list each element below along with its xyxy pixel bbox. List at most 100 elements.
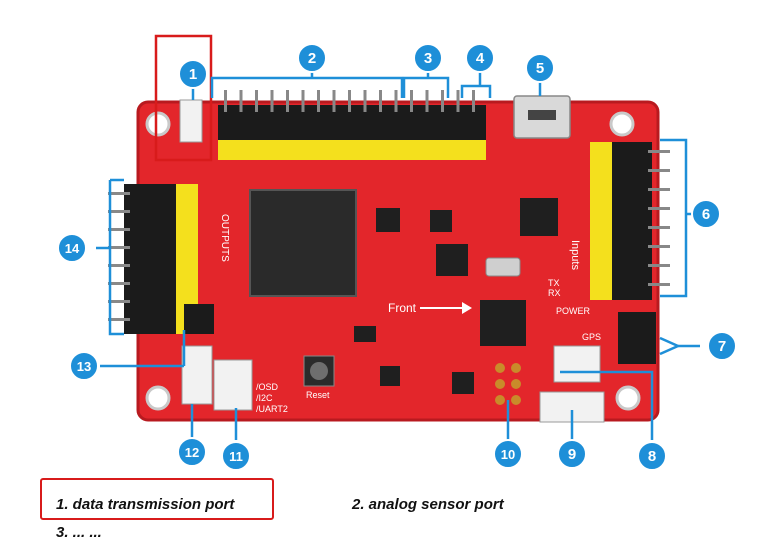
callout-circle: [57, 233, 87, 263]
header-pin: [108, 264, 130, 267]
left-header-yellow: [176, 184, 198, 334]
header-pin: [270, 90, 274, 112]
header-pin: [425, 90, 429, 112]
top-header-pins: [224, 90, 475, 112]
left-header-pins: [108, 192, 130, 321]
label-outputs: OUTPUTS: [219, 214, 230, 262]
callout-circle: [297, 43, 327, 73]
callout-circle: [221, 441, 251, 471]
main-mcu-chip: [249, 189, 357, 297]
callout-number: 14: [65, 241, 80, 256]
callout-number: 1: [189, 66, 197, 83]
header-pin: [441, 90, 444, 112]
right-header-yellow: [590, 142, 612, 300]
header-pin: [648, 264, 670, 267]
callout-circle: [177, 437, 207, 467]
label-rx: RX: [548, 288, 561, 298]
header-pin: [648, 169, 670, 172]
header-pin: [648, 226, 670, 229]
uart2-connector: [213, 359, 253, 411]
callout-number: 3: [424, 50, 432, 67]
power-header-7: [618, 312, 656, 364]
label-tx: TX: [548, 278, 560, 288]
header-pin: [472, 90, 475, 112]
callout-number: 2: [308, 50, 316, 67]
label-inputs: Inputs: [569, 240, 581, 270]
callout-number: 9: [568, 446, 576, 463]
ic-7: [452, 372, 474, 394]
label-front: Front: [388, 301, 417, 315]
callout-number: 5: [536, 60, 544, 77]
ic-8: [354, 326, 376, 342]
label-gps: GPS: [582, 332, 601, 342]
reset-button-cap: [310, 362, 328, 380]
mount-hole-tl: [145, 111, 171, 137]
header-pin: [108, 300, 130, 303]
label-power: POWER: [556, 306, 591, 316]
header-pin: [108, 246, 130, 249]
callout-circle: [557, 439, 587, 469]
caption-1: 1. data transmission port: [56, 496, 235, 513]
ic-5: [480, 300, 526, 346]
callout-number: 6: [702, 206, 710, 223]
header-pin: [648, 207, 670, 210]
callout-circle: [691, 199, 721, 229]
mount-hole-bl: [145, 385, 171, 411]
header-pin: [648, 245, 670, 248]
jumper-header-13: [184, 304, 214, 334]
callout-circle: [69, 351, 99, 381]
i2c-connector: [181, 345, 213, 405]
callout-number: 10: [501, 447, 515, 462]
header-pin: [648, 283, 670, 286]
ic-2: [430, 210, 452, 232]
callout-circle: [493, 439, 523, 469]
callout-circle: [525, 53, 555, 83]
callout-number: 7: [718, 338, 726, 355]
header-pin: [108, 192, 130, 195]
gps-connector: [553, 345, 601, 383]
header-pin: [301, 90, 305, 112]
callout-number: 12: [185, 445, 199, 460]
top-header-black: [218, 105, 486, 140]
ic-3: [520, 198, 558, 236]
header-pin: [108, 282, 130, 285]
header-pin: [286, 90, 289, 112]
header-pin: [332, 90, 336, 112]
callout-circle: [707, 331, 737, 361]
top-header-yellow: [218, 140, 486, 160]
header-pin: [379, 90, 382, 112]
callout-lines: [96, 70, 700, 440]
caption-3-partial: 3. ... ...: [56, 524, 102, 541]
front-arrowhead: [462, 302, 472, 314]
callout-circle: [413, 43, 443, 73]
header-pin: [108, 228, 130, 231]
crystal: [485, 257, 521, 277]
right-header-pins: [648, 150, 670, 286]
caption-2: 2. analog sensor port: [352, 496, 504, 513]
header-pin: [255, 90, 258, 112]
label-reset: Reset: [306, 390, 330, 400]
left-header-black: [124, 184, 176, 334]
mount-hole-tr: [609, 111, 635, 137]
label-uart2: /UART2: [256, 404, 288, 414]
header-pin: [648, 188, 670, 191]
ic-6: [380, 366, 400, 386]
header-pin: [648, 150, 670, 153]
header-pin: [456, 90, 460, 112]
ic-1: [376, 208, 400, 232]
usb-opening: [528, 110, 556, 120]
callout-number: 8: [648, 448, 656, 465]
callout-circle: [178, 59, 208, 89]
header-pin: [317, 90, 320, 112]
callout-circle: [637, 441, 667, 471]
header-pin: [410, 90, 413, 112]
right-header-black: [612, 142, 652, 300]
mount-hole-br: [615, 385, 641, 411]
header-pin: [394, 90, 398, 112]
pcb-board: [138, 102, 658, 420]
callout-number: 11: [229, 449, 243, 464]
caption-highlight-box: [40, 478, 274, 520]
header-pin: [108, 318, 130, 321]
